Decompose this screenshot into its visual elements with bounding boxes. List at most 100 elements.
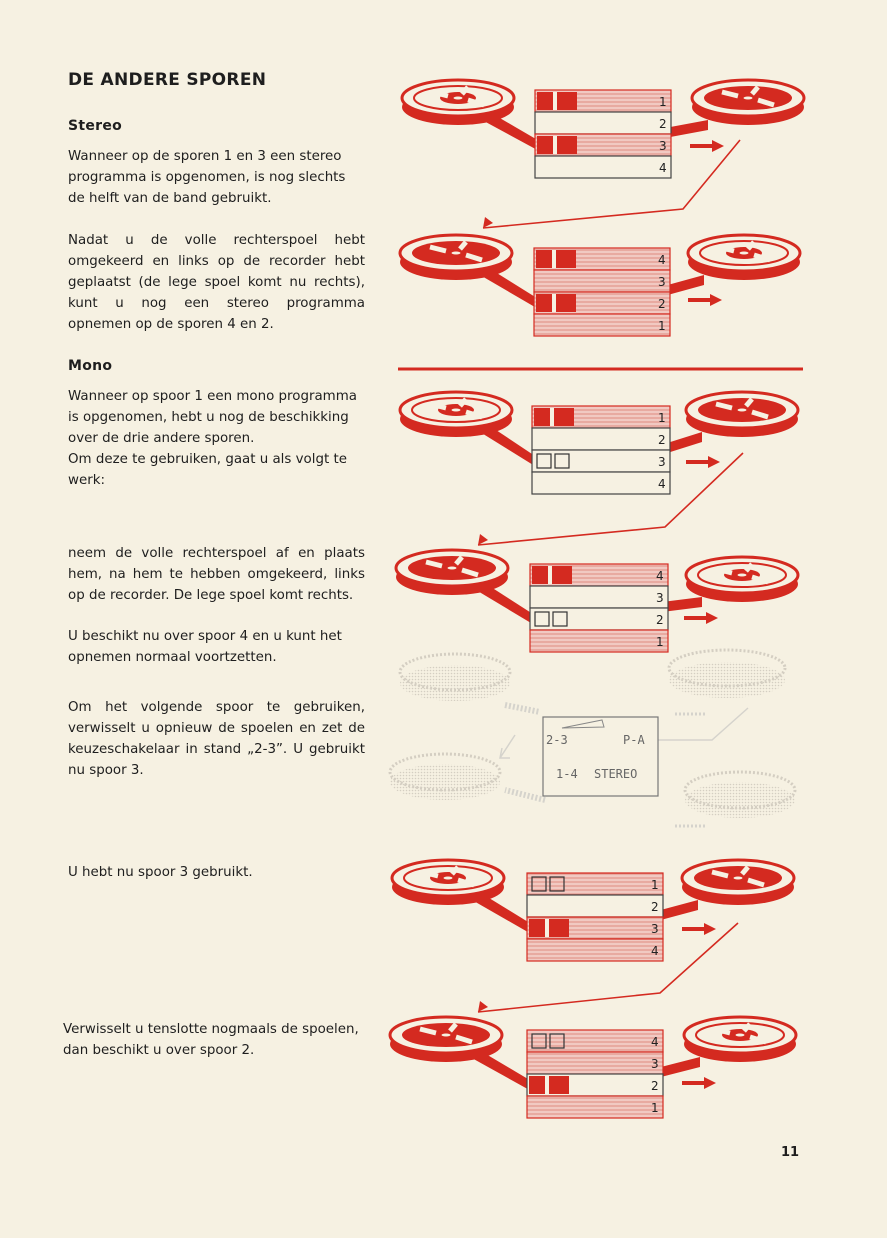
reel-hub: [738, 250, 750, 256]
track-row: [526, 938, 664, 962]
track-number: 1: [659, 95, 667, 109]
page-title: DE ANDERE SPOREN: [68, 70, 267, 90]
connector-3: [477, 922, 739, 1013]
empty-block: [531, 1033, 547, 1049]
mono-paragraph-1: Wanneer op spoor 1 een mono programma is…: [68, 389, 357, 446]
mono-paragraph-4: U beschikt nu over spoor 4 en u kunt het…: [68, 629, 342, 665]
track-number: 4: [658, 253, 666, 267]
switch-label-pa: P-A: [623, 733, 645, 747]
reel-hub: [450, 407, 462, 413]
arrow-head: [708, 456, 720, 468]
tape-ribbon-right: [664, 432, 702, 454]
track-number: 4: [651, 944, 659, 958]
reel-hub: [452, 95, 464, 101]
reel-hub: [736, 572, 748, 578]
track-row: [526, 894, 664, 918]
tape-ribbon-right: [665, 120, 708, 138]
empty-block: [549, 876, 565, 892]
track-number: 2: [656, 613, 664, 627]
arrow-head: [704, 1077, 716, 1089]
tape-ribbon-left: [472, 890, 533, 935]
track-row: [531, 471, 671, 495]
arrow-head: [710, 294, 722, 306]
full-reel: [690, 78, 806, 125]
reel-hub: [742, 95, 754, 101]
switch-label-14: 1-4: [556, 767, 578, 781]
empty-block: [549, 1033, 565, 1049]
track-number: 1: [656, 635, 664, 649]
track-number: 4: [656, 569, 664, 583]
arrow-head: [712, 140, 724, 152]
reel-hub: [446, 565, 458, 571]
mono-paragraph-7: Verwisselt u tenslotte nogmaals de spoel…: [63, 1022, 359, 1058]
track-number: 4: [659, 161, 667, 175]
tape-ribbon-right: [657, 1057, 700, 1078]
track-number: 1: [658, 411, 666, 425]
full-reel: [680, 858, 796, 905]
switch-lever: [561, 719, 605, 729]
connector-1: [482, 139, 741, 229]
track-number: 1: [651, 1101, 659, 1115]
arrow-head: [704, 923, 716, 935]
tape-ribbon-left: [480, 265, 540, 310]
empty-block: [552, 611, 568, 627]
empty-reel: [684, 555, 800, 602]
selector-switch-diagram: 2-3 P-A 1-4 STEREO: [388, 648, 797, 828]
tape-ribbon-right: [662, 597, 702, 612]
tape-ribbon-left: [480, 422, 538, 468]
track-number: 3: [658, 275, 666, 289]
switch-box: [542, 716, 659, 797]
track-number: 2: [658, 433, 666, 447]
mono-heading: Mono: [68, 358, 113, 374]
track-row: [526, 872, 664, 896]
empty-block: [536, 453, 552, 469]
tape-diagram-2: 1 2 3 4: [398, 390, 800, 495]
empty-block: [531, 876, 547, 892]
track-row: [531, 449, 671, 473]
mono-paragraph-3: neem de volle rechterspoel af en plaats …: [68, 546, 365, 603]
empty-reel: [398, 390, 514, 437]
track-number: 2: [659, 117, 667, 131]
track-number: 2: [651, 900, 659, 914]
empty-reel: [686, 233, 802, 280]
track-number: 3: [659, 139, 667, 153]
reel-hub: [442, 875, 454, 881]
track-row: [526, 1029, 664, 1053]
track-row: [534, 111, 672, 135]
track-row: [529, 629, 669, 653]
track-row: [526, 1095, 664, 1119]
reel-hub: [450, 250, 462, 256]
empty-block: [554, 453, 570, 469]
tape-ribbon-left: [476, 580, 536, 626]
empty-block: [534, 611, 550, 627]
empty-reel: [390, 858, 506, 905]
track-number: 3: [658, 455, 666, 469]
track-number: 3: [651, 1057, 659, 1071]
ghost-reels: [388, 648, 797, 828]
arrow-head: [706, 612, 718, 624]
full-reel: [684, 390, 800, 437]
track-number: 4: [658, 477, 666, 491]
tape-ribbon-left: [482, 110, 541, 152]
track-row: [529, 585, 669, 609]
reel-hub: [734, 1032, 746, 1038]
reel-hub: [732, 875, 744, 881]
track-row: [534, 155, 672, 179]
connector-2: [477, 452, 744, 546]
track-number: 1: [658, 319, 666, 333]
mono-paragraph-2: Om deze te gebruiken, gaat u als volgt t…: [68, 452, 347, 488]
stereo-paragraph-1: Wanneer op de sporen 1 en 3 een stereo p…: [68, 149, 346, 206]
tape-ribbon-right: [657, 900, 698, 921]
tape-ribbon-left: [470, 1047, 533, 1092]
full-reel: [394, 548, 510, 595]
empty-reel: [682, 1015, 798, 1062]
connector-1-head: [483, 217, 493, 228]
mono-paragraph-5: Om het volgende spoor te gebruiken, verw…: [68, 700, 365, 778]
track-number: 3: [651, 922, 659, 936]
track-row: [533, 313, 671, 337]
track-number: 2: [658, 297, 666, 311]
switch-label-23: 2-3: [546, 733, 568, 747]
